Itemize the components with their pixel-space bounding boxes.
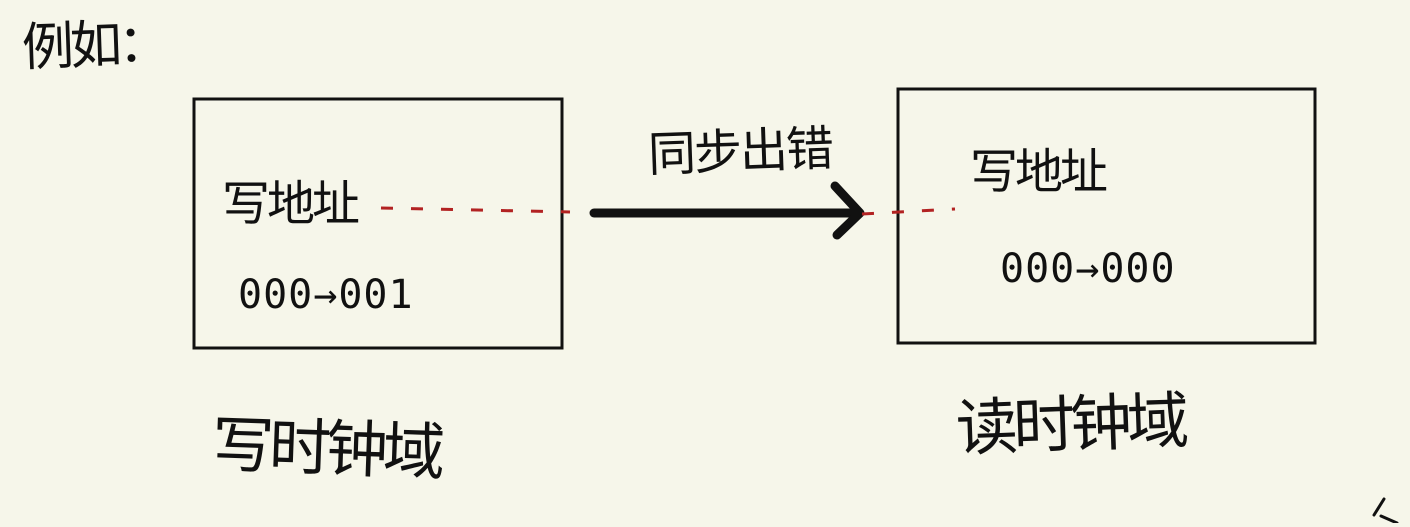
right-box xyxy=(896,87,1317,345)
left-box xyxy=(192,97,564,350)
left-box-title: 写地址 xyxy=(222,176,360,232)
right-dashed-link xyxy=(861,207,956,216)
left-dashed-link xyxy=(380,206,571,214)
right-caption: 读时钟域 xyxy=(954,384,1186,465)
right-box-value: 000→000 xyxy=(1000,246,1176,292)
sync-arrow-head xyxy=(830,181,865,240)
right-box-title: 写地址 xyxy=(970,144,1108,200)
intro-text: 例如： xyxy=(20,13,168,79)
left-box-value: 000→001 xyxy=(238,272,414,318)
corner-pen-stroke xyxy=(1372,497,1399,525)
left-caption: 写时钟域 xyxy=(210,408,442,489)
arrow-label: 同步出错 xyxy=(647,120,833,184)
